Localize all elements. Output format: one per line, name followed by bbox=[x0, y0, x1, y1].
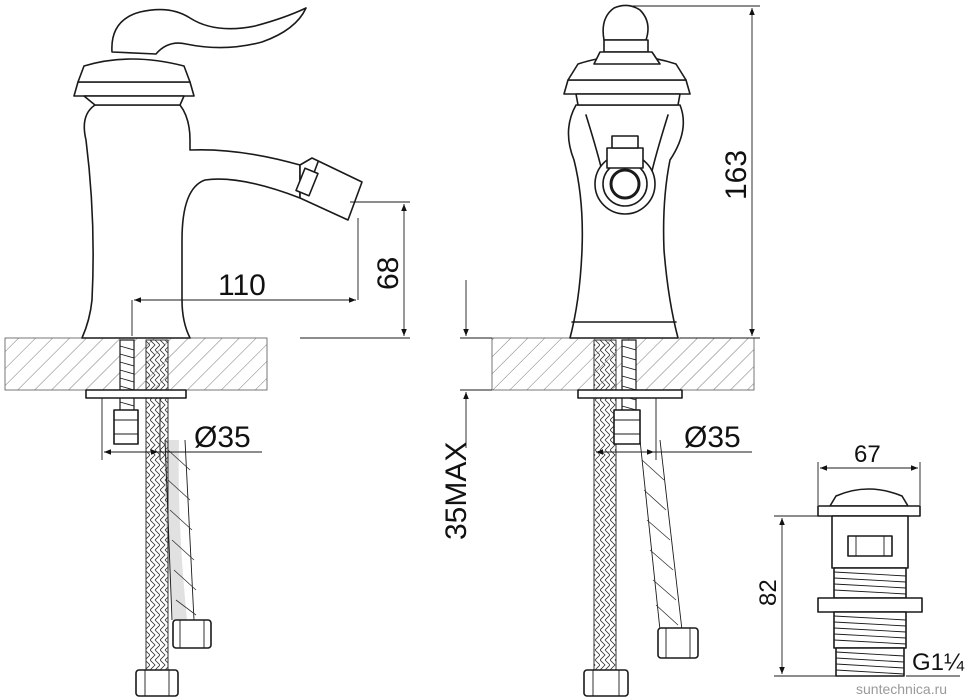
hole-diameter-left-label: Ø35 bbox=[194, 421, 251, 454]
drain-height-label: 82 bbox=[755, 579, 782, 606]
watermark: suntechnica.ru bbox=[856, 681, 947, 697]
spout-height-label: 68 bbox=[372, 257, 405, 290]
dimension-spout-height: 68 bbox=[300, 201, 410, 339]
dimension-drain-height: 82 bbox=[755, 515, 836, 677]
max-thickness-label: 35MAX bbox=[440, 442, 473, 540]
drain-assembly bbox=[817, 488, 923, 677]
total-height-label: 163 bbox=[720, 150, 753, 200]
countertop-left bbox=[4, 337, 268, 391]
drain-thread-label: G1¼ bbox=[912, 649, 965, 676]
dimension-hole-diameter-left: Ø35 bbox=[101, 398, 262, 460]
dimension-hole-diameter-right: Ø35 bbox=[593, 398, 752, 460]
drain-width-label: 67 bbox=[854, 441, 881, 468]
dimension-drain-thread: G1¼ bbox=[906, 649, 965, 677]
faucet-side-view bbox=[73, 7, 363, 697]
faucet-front-view bbox=[563, 4, 699, 697]
dimension-max-thickness: 35MAX bbox=[440, 280, 492, 540]
spout-reach-label: 110 bbox=[218, 269, 266, 302]
hole-diameter-right-label: Ø35 bbox=[684, 421, 741, 454]
dimension-drain-width: 67 bbox=[817, 441, 921, 505]
dimension-spout-reach: 110 bbox=[131, 218, 359, 336]
dimension-total-height: 163 bbox=[632, 5, 760, 339]
